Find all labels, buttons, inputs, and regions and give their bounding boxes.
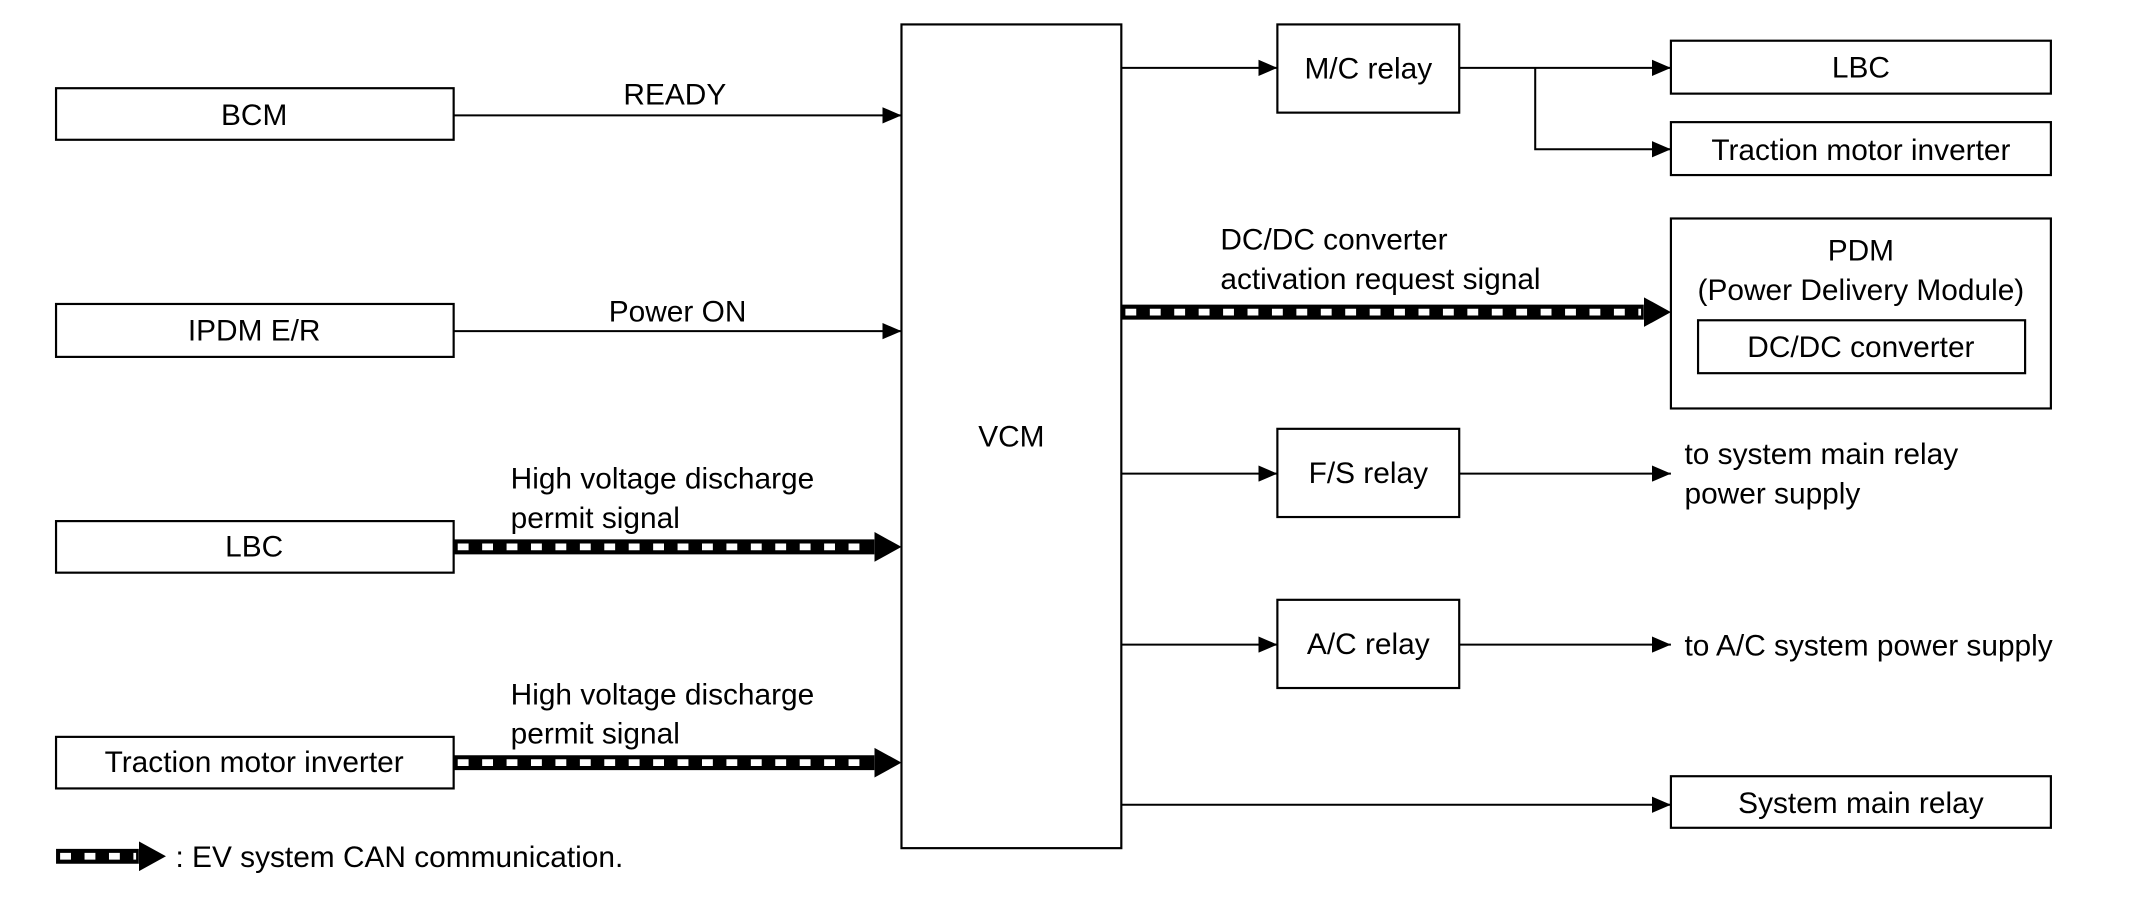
dcdc-signal-label-line2: activation request signal	[1220, 263, 1540, 296]
mc-relay-to-inverter-arrow	[1534, 67, 1671, 158]
input-traction-motor-inverter: Traction motor inverter High voltage dis…	[54, 678, 902, 790]
bcm-label: BCM	[221, 99, 287, 132]
inverter-signal-label-line1: High voltage discharge	[511, 678, 815, 711]
traction-motor-inverter-label: Traction motor inverter	[105, 746, 404, 779]
ac-relay-group: A/C relay to A/C system power supply	[1121, 598, 2053, 690]
lbc-output-box	[1669, 39, 2052, 95]
system-main-relay-group: System main relay	[1121, 775, 2052, 829]
bcm-box	[54, 87, 455, 141]
power-on-signal-label: Power ON	[609, 296, 747, 329]
fs-relay-label: F/S relay	[1309, 457, 1428, 490]
dcdc-signal-label-line1: DC/DC converter	[1220, 224, 1447, 257]
system-main-relay-box	[1669, 775, 2052, 829]
mc-relay-group: M/C relay LBC Traction motor inverter	[1121, 23, 2052, 177]
lbc-signal-label-line1: High voltage discharge	[511, 463, 815, 496]
legend-label: : EV system CAN communication.	[175, 841, 623, 874]
pdm-subtitle: (Power Delivery Module)	[1698, 274, 2025, 307]
vcm-label: VCM	[978, 420, 1044, 453]
dcdc-converter-label: DC/DC converter	[1747, 331, 1974, 364]
lbc-signal-label-line2: permit signal	[511, 502, 680, 535]
input-lbc: LBC High voltage discharge permit signal	[54, 463, 902, 574]
mc-relay-label: M/C relay	[1304, 53, 1432, 86]
inverter-signal-label-line2: permit signal	[511, 718, 680, 751]
input-ipdm: IPDM E/R Power ON	[54, 296, 902, 358]
system-main-relay-label: System main relay	[1738, 787, 1984, 820]
pdm-group: DC/DC converter activation request signa…	[1121, 217, 2052, 410]
lbc-label: LBC	[225, 530, 283, 563]
legend: : EV system CAN communication.	[56, 841, 623, 874]
lbc-output-label: LBC	[1832, 51, 1890, 84]
vcm-box	[900, 23, 1123, 850]
fs-relay-output-line2: power supply	[1684, 477, 1860, 510]
fs-relay-output-line1: to system main relay	[1684, 438, 1958, 471]
vcm: VCM	[900, 23, 1123, 850]
inverter-output-box	[1669, 121, 2052, 177]
inverter-output-label: Traction motor inverter	[1711, 134, 2010, 167]
fs-relay-group: F/S relay to system main relay power sup…	[1121, 427, 1958, 519]
ipdm-label: IPDM E/R	[188, 315, 321, 348]
input-bcm: BCM READY	[54, 78, 902, 141]
ready-signal-label: READY	[623, 78, 726, 111]
dcdc-converter-box	[1696, 319, 2027, 375]
ac-relay-label: A/C relay	[1307, 628, 1430, 661]
ac-relay-output-label: to A/C system power supply	[1684, 629, 2052, 662]
pdm-title: PDM	[1828, 235, 1894, 268]
pdm-box	[1669, 217, 2052, 410]
